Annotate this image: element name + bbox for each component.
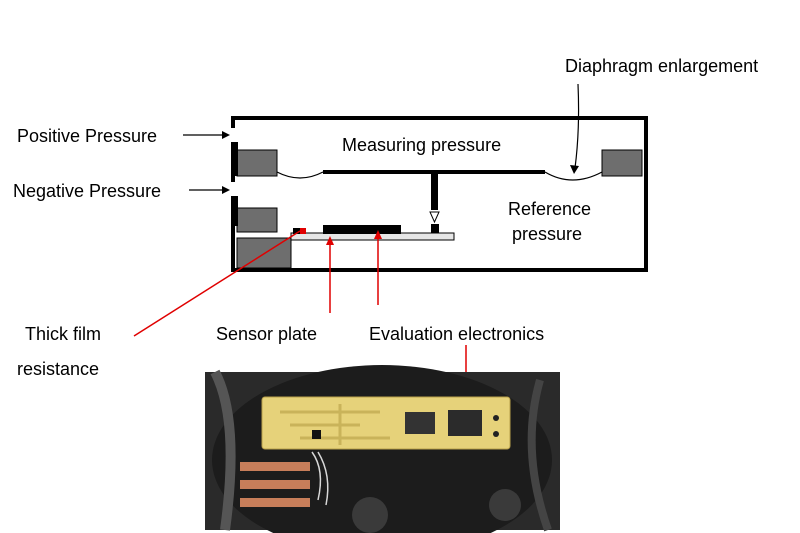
- label-negative-pressure: Negative Pressure: [13, 181, 161, 201]
- label-positive-pressure: Positive Pressure: [17, 126, 157, 146]
- label-thick-film: Thick film: [25, 324, 101, 344]
- sensor-plate: [290, 225, 455, 241]
- block-right-upper: [601, 149, 643, 177]
- block-left-upper: [236, 149, 278, 177]
- evaluation-chip: [323, 225, 401, 234]
- sensor-housing: [229, 116, 648, 272]
- label-sensor-plate: Sensor plate: [216, 324, 317, 344]
- label-reference-pressure: pressure: [512, 224, 582, 244]
- pcb-chip-main: [448, 410, 482, 436]
- thick-film-element: [293, 228, 301, 234]
- plunger: [431, 172, 438, 210]
- sensor-pcb-photo: [205, 365, 560, 533]
- block-left-lower: [236, 207, 278, 233]
- pcb-chip-small: [405, 412, 435, 434]
- pressure-arrows: [183, 83, 580, 194]
- label-reference: Reference: [508, 199, 591, 219]
- label-evaluation-electronics: Evaluation electronics: [369, 324, 544, 344]
- label-measuring-pressure: Measuring pressure: [342, 135, 501, 155]
- label-resistance: resistance: [17, 359, 99, 379]
- diaphragm: [276, 170, 603, 234]
- label-diaphragm-enlargement: Diaphragm enlargement: [565, 56, 758, 76]
